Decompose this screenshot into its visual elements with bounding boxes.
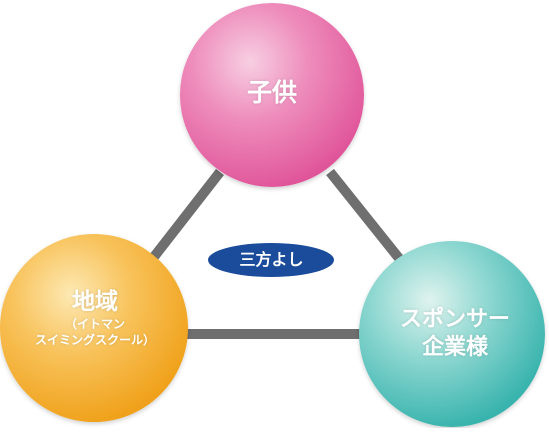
region-sub-line1: （イトマン <box>64 317 125 331</box>
region-node <box>0 234 188 422</box>
connector-child-region <box>146 168 224 266</box>
sponsor-label-line2: 企業様 <box>421 335 488 360</box>
center-badge <box>208 243 334 277</box>
child-label: 子供 <box>246 78 297 107</box>
sponsor-label-line1: スポンサー <box>399 307 510 332</box>
connector-child-sponsor <box>326 168 406 266</box>
region-sub-line2: スイミングスクール） <box>34 333 155 347</box>
region-label-group: 地域 （イトマン スイミングスクール） <box>0 288 190 348</box>
center-badge-label: 三方よし <box>239 250 304 269</box>
sponsor-label-group: スポンサー 企業様 <box>360 306 549 362</box>
sponsor-node <box>359 241 545 427</box>
region-label: 地域 <box>72 289 118 315</box>
child-node <box>180 3 364 187</box>
